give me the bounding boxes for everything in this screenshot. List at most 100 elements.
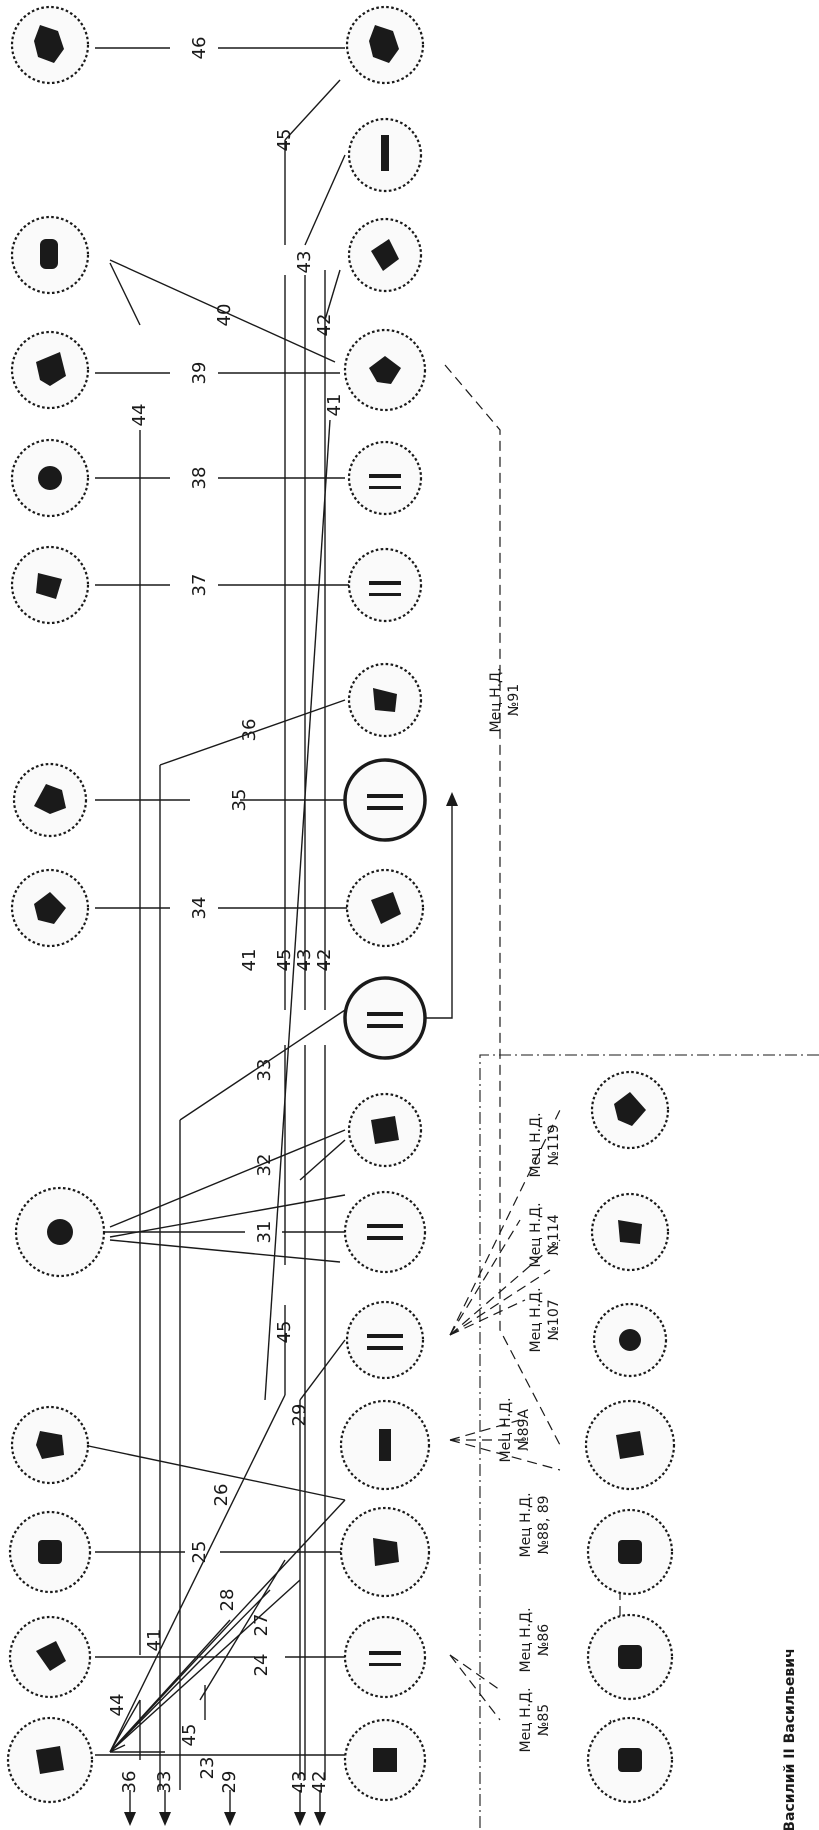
coin-ref-119: [592, 1072, 668, 1148]
ref-label-119: Мец Н.Д. №119: [528, 1112, 562, 1177]
coin-31: [345, 1192, 425, 1272]
reference-labels: Мец Н.Д. №85 Мец Н.Д. №86 Мец Н.Д. №88, …: [488, 667, 562, 1752]
label-41-low: 41: [144, 1629, 165, 1652]
label-29: 29: [289, 1404, 310, 1427]
svg-text:№91: №91: [506, 684, 522, 716]
ref-label-86: Мец Н.Д. №86: [518, 1607, 552, 1672]
coin-34: [347, 870, 423, 946]
label-36: 36: [239, 719, 260, 742]
bottom-label-27: 27: [251, 1614, 272, 1637]
figure-caption: Василий II Васильевич: [782, 1648, 798, 1830]
coin-29: [347, 1302, 423, 1378]
label-41-top: 41: [324, 394, 345, 417]
arrow-label-42: 42: [309, 1771, 330, 1794]
label-25: 25: [189, 1541, 210, 1564]
coin-36: [349, 664, 421, 736]
label-31: 31: [254, 1221, 275, 1244]
coin-32: [349, 1094, 421, 1166]
svg-text:№89А: №89А: [516, 1409, 532, 1451]
coin-46: [347, 7, 423, 83]
svg-text:Мец Н.Д.: Мец Н.Д.: [528, 1112, 544, 1177]
coin-45: [349, 119, 421, 191]
label-45-low: 45: [274, 1321, 295, 1344]
svg-text:№107: №107: [546, 1299, 562, 1340]
link-number-labels: 46 45 43 42 40 39 41 44 38 37 36 35 34 4…: [129, 37, 345, 1652]
label-33: 33: [254, 1059, 275, 1082]
label-42-mid: 42: [314, 949, 335, 972]
coin-39-source: [12, 332, 88, 408]
label-37: 37: [189, 574, 210, 597]
label-40: 40: [214, 304, 235, 327]
svg-text:Мец Н.Д.: Мец Н.Д.: [528, 1202, 544, 1267]
label-41-mid: 41: [239, 949, 260, 972]
coins-left-column: [8, 7, 104, 1802]
coin-34-source: [12, 870, 88, 946]
bottom-label-24: 24: [251, 1654, 272, 1677]
coin-43: [349, 219, 421, 291]
label-32: 32: [254, 1154, 275, 1177]
arrow-label-29: 29: [219, 1771, 240, 1794]
bottom-label-44: 44: [107, 1694, 128, 1717]
coin-24: [345, 1617, 425, 1697]
coin-37-source: [12, 547, 88, 623]
coin-23-source: [8, 1718, 92, 1802]
ref-label-88-89: Мец Н.Д. №88, 89: [518, 1492, 552, 1557]
coin-35: [345, 760, 425, 840]
label-43-mid: 43: [294, 949, 315, 972]
coin-ref-88-89: [588, 1615, 672, 1699]
svg-text:№85: №85: [536, 1704, 552, 1736]
svg-text:Мец Н.Д.: Мец Н.Д.: [488, 667, 504, 732]
coins-middle-column: [341, 7, 429, 1800]
svg-text:Мец Н.Д.: Мец Н.Д.: [528, 1287, 544, 1352]
coin-27: [341, 1401, 429, 1489]
bottom-label-28: 28: [217, 1589, 238, 1612]
svg-text:№86: №86: [536, 1624, 552, 1656]
svg-text:№114: №114: [546, 1214, 562, 1255]
label-35: 35: [229, 789, 250, 812]
coin-40-source: [12, 217, 88, 293]
svg-text:Мец Н.Д.: Мец Н.Д.: [518, 1492, 534, 1557]
arrow-label-36: 36: [119, 1771, 140, 1794]
coin-ref-107: [594, 1304, 666, 1376]
svg-text:Мец Н.Д.: Мец Н.Д.: [518, 1687, 534, 1752]
label-39: 39: [189, 362, 210, 385]
coin-24-source: [10, 1617, 90, 1697]
svg-text:Мец Н.Д.: Мец Н.Д.: [498, 1397, 514, 1462]
ref-label-91: Мец Н.Д. №91: [488, 667, 522, 732]
bottom-label-45: 45: [179, 1724, 200, 1747]
coin-ref-91: [586, 1401, 674, 1489]
coin-26-source: [12, 1407, 88, 1483]
coin-31-source: [16, 1188, 104, 1276]
svg-text:№119: №119: [546, 1124, 562, 1165]
label-38: 38: [189, 467, 210, 490]
label-44: 44: [129, 404, 150, 427]
coin-ref-89a: [588, 1510, 672, 1594]
coin-35-source: [14, 764, 86, 836]
coin-38: [349, 442, 421, 514]
label-46: 46: [189, 37, 210, 60]
coin-ref-86: [588, 1718, 672, 1802]
arrow-label-33: 33: [154, 1771, 175, 1794]
bottom-label-23: 23: [197, 1757, 218, 1780]
coin-46-source: [12, 7, 88, 83]
coin-25-source: [10, 1512, 90, 1592]
ref-label-107: Мец Н.Д. №107: [528, 1287, 562, 1352]
coins-right-column: [586, 1072, 674, 1802]
ref-label-89a: Мец Н.Д. №89А: [498, 1397, 532, 1462]
label-45: 45: [274, 129, 295, 152]
coin-33: [345, 978, 425, 1058]
coin-39: [345, 330, 425, 410]
label-42: 42: [314, 314, 335, 337]
svg-text:№88, 89: №88, 89: [536, 1495, 552, 1554]
coin-38-source: [12, 440, 88, 516]
label-26: 26: [211, 1484, 232, 1507]
coin-ref-114: [592, 1194, 668, 1270]
label-34: 34: [189, 897, 210, 920]
coin-26: [341, 1508, 429, 1596]
arrow-label-43: 43: [289, 1771, 310, 1794]
coin-23: [345, 1720, 425, 1800]
svg-text:Мец Н.Д.: Мец Н.Д.: [518, 1607, 534, 1672]
coin-37: [349, 549, 421, 621]
label-43: 43: [294, 251, 315, 274]
